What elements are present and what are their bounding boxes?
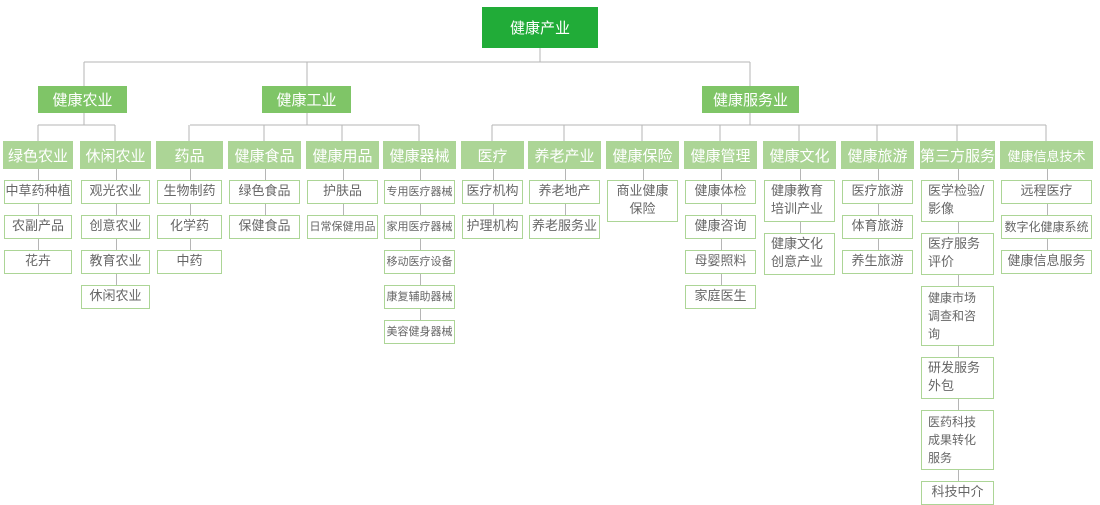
- leaf-node: 创意农业: [81, 215, 150, 239]
- category-column: 观光农业创意农业教育农业休闲农业: [80, 169, 151, 309]
- leaf-node: 美容健身器械: [384, 320, 455, 344]
- category-column: 商业健康保险: [606, 169, 679, 222]
- category-column: 绿色食品保健食品: [228, 169, 301, 239]
- category-header: 绿色农业: [3, 141, 73, 169]
- category-header: 第三方服务: [920, 141, 995, 169]
- category-header: 健康食品: [228, 141, 301, 169]
- category-header: 休闲农业: [80, 141, 151, 169]
- leaf-node: 康复辅助器械: [384, 285, 455, 309]
- leaf-node: 健康教育培训产业: [764, 180, 835, 222]
- leaf-node: 健康文化创意产业: [764, 233, 835, 275]
- category-column: 中草药种植农副产品花卉: [3, 169, 73, 274]
- category-header: 健康旅游: [841, 141, 914, 169]
- root-node: 健康产业: [482, 7, 598, 48]
- connector-line: [1046, 169, 1048, 252]
- leaf-node: 医学检验/影像: [921, 180, 994, 222]
- category-column: 护肤品日常保健用品: [306, 169, 379, 239]
- leaf-node: 健康市场调查和咨询: [921, 286, 994, 346]
- leaf-node: 健康体检: [685, 180, 756, 204]
- connector-line: [877, 169, 879, 252]
- leaf-node: 花卉: [4, 250, 72, 274]
- category-column: 养老地产养老服务业: [528, 169, 601, 239]
- leaf-node: 中草药种植: [4, 180, 72, 204]
- leaf-node: 休闲农业: [81, 285, 150, 309]
- category-header: 健康管理: [684, 141, 757, 169]
- leaf-node: 健康信息服务: [1001, 250, 1092, 274]
- group-health-services: 健康服务业: [702, 86, 799, 113]
- leaf-node: 日常保健用品: [307, 215, 378, 239]
- leaf-node: 移动医疗设备: [384, 250, 455, 274]
- connector-lines: [37, 48, 1047, 141]
- leaf-node: 远程医疗: [1001, 180, 1092, 204]
- connector-line: [38, 169, 39, 252]
- category-header: 药品: [156, 141, 223, 169]
- group-health-industry: 健康工业: [262, 86, 351, 113]
- leaf-node: 观光农业: [81, 180, 150, 204]
- leaf-node: 保健食品: [229, 215, 300, 239]
- leaf-node: 研发服务外包: [921, 357, 994, 399]
- leaf-node: 健康咨询: [685, 215, 756, 239]
- connector-line: [419, 169, 421, 322]
- leaf-node: 养生旅游: [842, 250, 913, 274]
- leaf-node: 医疗机构: [462, 180, 523, 204]
- category-header: 养老产业: [528, 141, 601, 169]
- category-column: 医疗旅游体育旅游养生旅游: [841, 169, 914, 274]
- connector-line: [642, 169, 644, 182]
- category-column: 生物制药化学药中药: [156, 169, 223, 274]
- category-header: 健康用品: [306, 141, 379, 169]
- category-column: 医学检验/影像医疗服务评价健康市场调查和咨询研发服务外包医药科技成果转化服务科技…: [920, 169, 995, 505]
- category-column: 远程医疗数字化健康系统健康信息服务: [1000, 169, 1093, 274]
- category-column: 健康体检健康咨询母婴照料家庭医生: [684, 169, 757, 309]
- category-column: 专用医疗器械家用医疗器械移动医疗设备康复辅助器械美容健身器械: [383, 169, 456, 344]
- leaf-node: 农副产品: [4, 215, 72, 239]
- leaf-node: 科技中介: [921, 481, 994, 505]
- leaf-node: 化学药: [157, 215, 222, 239]
- category-header: 健康信息技术: [1000, 141, 1093, 169]
- category-header: 健康文化: [763, 141, 836, 169]
- leaf-node: 教育农业: [81, 250, 150, 274]
- leaf-node: 养老服务业: [529, 215, 600, 239]
- leaf-node: 绿色食品: [229, 180, 300, 204]
- leaf-node: 养老地产: [529, 180, 600, 204]
- connector-line: [189, 169, 191, 252]
- category-column: 医疗机构护理机构: [461, 169, 524, 239]
- leaf-node: 生物制药: [157, 180, 222, 204]
- leaf-node: 家庭医生: [685, 285, 756, 309]
- leaf-node: 医药科技成果转化服务: [921, 410, 994, 470]
- leaf-node: 护肤品: [307, 180, 378, 204]
- leaf-node: 商业健康保险: [607, 180, 678, 222]
- group-health-agriculture: 健康农业: [38, 86, 127, 113]
- leaf-node: 体育旅游: [842, 215, 913, 239]
- leaf-node: 母婴照料: [685, 250, 756, 274]
- leaf-node: 家用医疗器械: [384, 215, 455, 239]
- category-header: 健康保险: [606, 141, 679, 169]
- leaf-node: 专用医疗器械: [384, 180, 455, 204]
- leaf-node: 护理机构: [462, 215, 523, 239]
- category-column: 健康教育培训产业健康文化创意产业: [763, 169, 836, 275]
- leaf-node: 医疗服务评价: [921, 233, 994, 275]
- category-header: 健康器械: [383, 141, 456, 169]
- leaf-node: 数字化健康系统: [1001, 215, 1092, 239]
- leaf-node: 医疗旅游: [842, 180, 913, 204]
- category-header: 医疗: [461, 141, 524, 169]
- leaf-node: 中药: [157, 250, 222, 274]
